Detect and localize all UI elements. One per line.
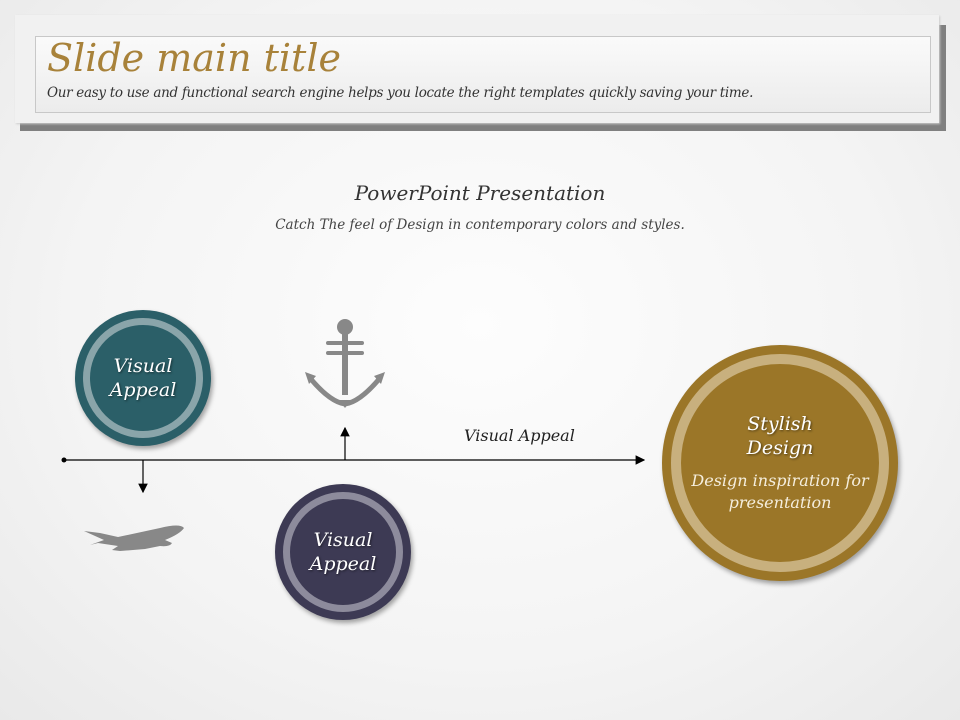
circle-line1: Stylish xyxy=(747,413,813,435)
circle-line2: Design xyxy=(746,437,814,459)
circle-body: Design inspiration for presentation xyxy=(691,471,869,512)
circle-line2: Appeal xyxy=(109,379,177,401)
circle-visual-appeal-1: Visual Appeal xyxy=(75,310,211,446)
circle-visual-appeal-2: Visual Appeal xyxy=(275,484,411,620)
section-title: PowerPoint Presentation xyxy=(354,181,606,205)
circle-stylish-design: Stylish Design Design inspiration for pr… xyxy=(662,345,898,581)
circle-line1: Visual xyxy=(313,529,373,551)
anchor-icon xyxy=(305,319,385,408)
slide-subtitle: Our easy to use and functional search en… xyxy=(47,85,754,101)
circle-line1: Visual xyxy=(113,355,173,377)
header-box xyxy=(35,36,931,113)
airplane-icon xyxy=(84,525,184,551)
slide-title: Slide main title xyxy=(47,36,341,80)
section-subtitle: Catch The feel of Design in contemporary… xyxy=(275,217,685,233)
timeline-label: Visual Appeal xyxy=(464,426,575,445)
circle-line2: Appeal xyxy=(309,553,377,575)
